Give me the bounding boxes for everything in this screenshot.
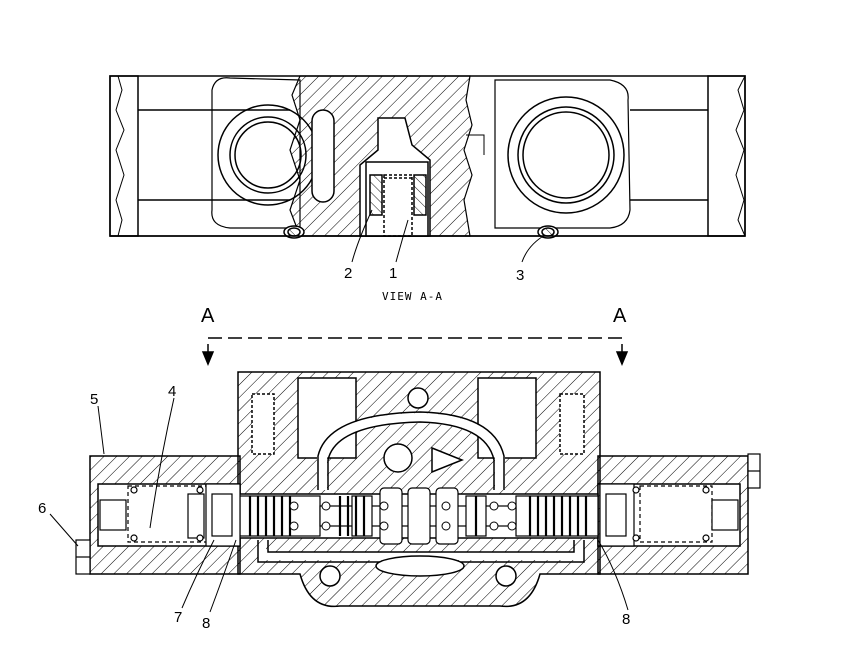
callout-6: 6 (38, 500, 46, 517)
left-spring-assembly (99, 483, 241, 547)
callout-4: 4 (168, 383, 176, 400)
view-label: VIEW A-A (382, 290, 443, 303)
callout-5: 5 (90, 391, 98, 408)
spool (239, 487, 599, 545)
callout-2: 2 (344, 265, 352, 282)
view-a-a-section (109, 75, 746, 239)
callout-8-right: 8 (622, 611, 630, 628)
end-bolts (75, 453, 761, 575)
section-mark-right: A (613, 305, 627, 327)
spool-grooves (248, 496, 588, 536)
callout-3: 3 (516, 267, 524, 284)
right-spring-assembly (599, 483, 739, 547)
callout-7: 7 (174, 609, 182, 626)
spool-orifices (289, 501, 517, 531)
top-callout-leaders (351, 209, 546, 263)
callout-1: 1 (389, 265, 397, 282)
bottom-callout-leaders (49, 397, 629, 613)
callout-8-left: 8 (202, 615, 210, 632)
section-mark-left: A (201, 305, 215, 327)
section-line (201, 337, 629, 366)
